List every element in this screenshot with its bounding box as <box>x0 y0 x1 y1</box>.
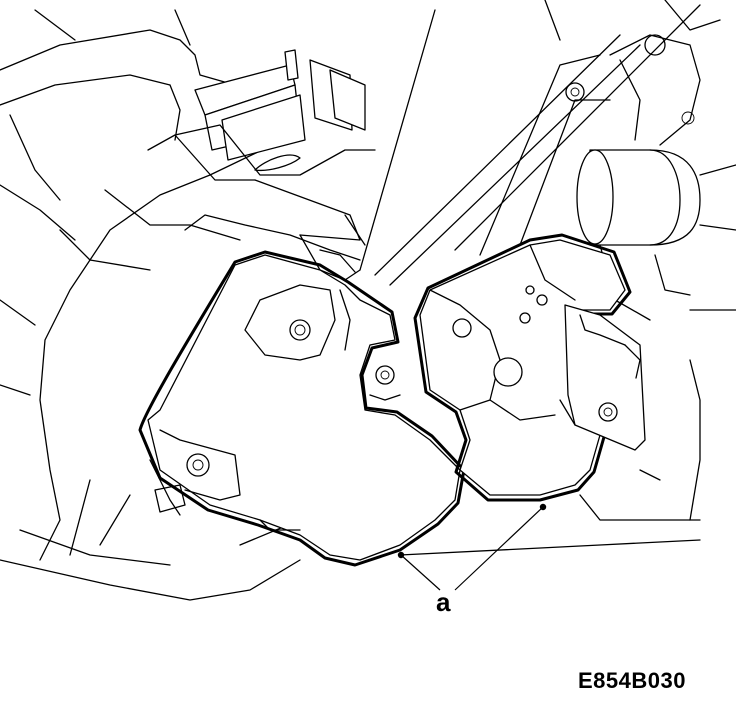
heater-housing <box>0 9 361 601</box>
right-actuator <box>413 233 646 502</box>
left-actuator <box>138 250 466 567</box>
figure-reference-code: E854B030 <box>578 668 686 693</box>
mounting-bracket <box>147 49 376 281</box>
pipe-assembly <box>359 0 736 556</box>
callout-label: a <box>436 587 451 617</box>
callout-leaders <box>397 503 547 591</box>
